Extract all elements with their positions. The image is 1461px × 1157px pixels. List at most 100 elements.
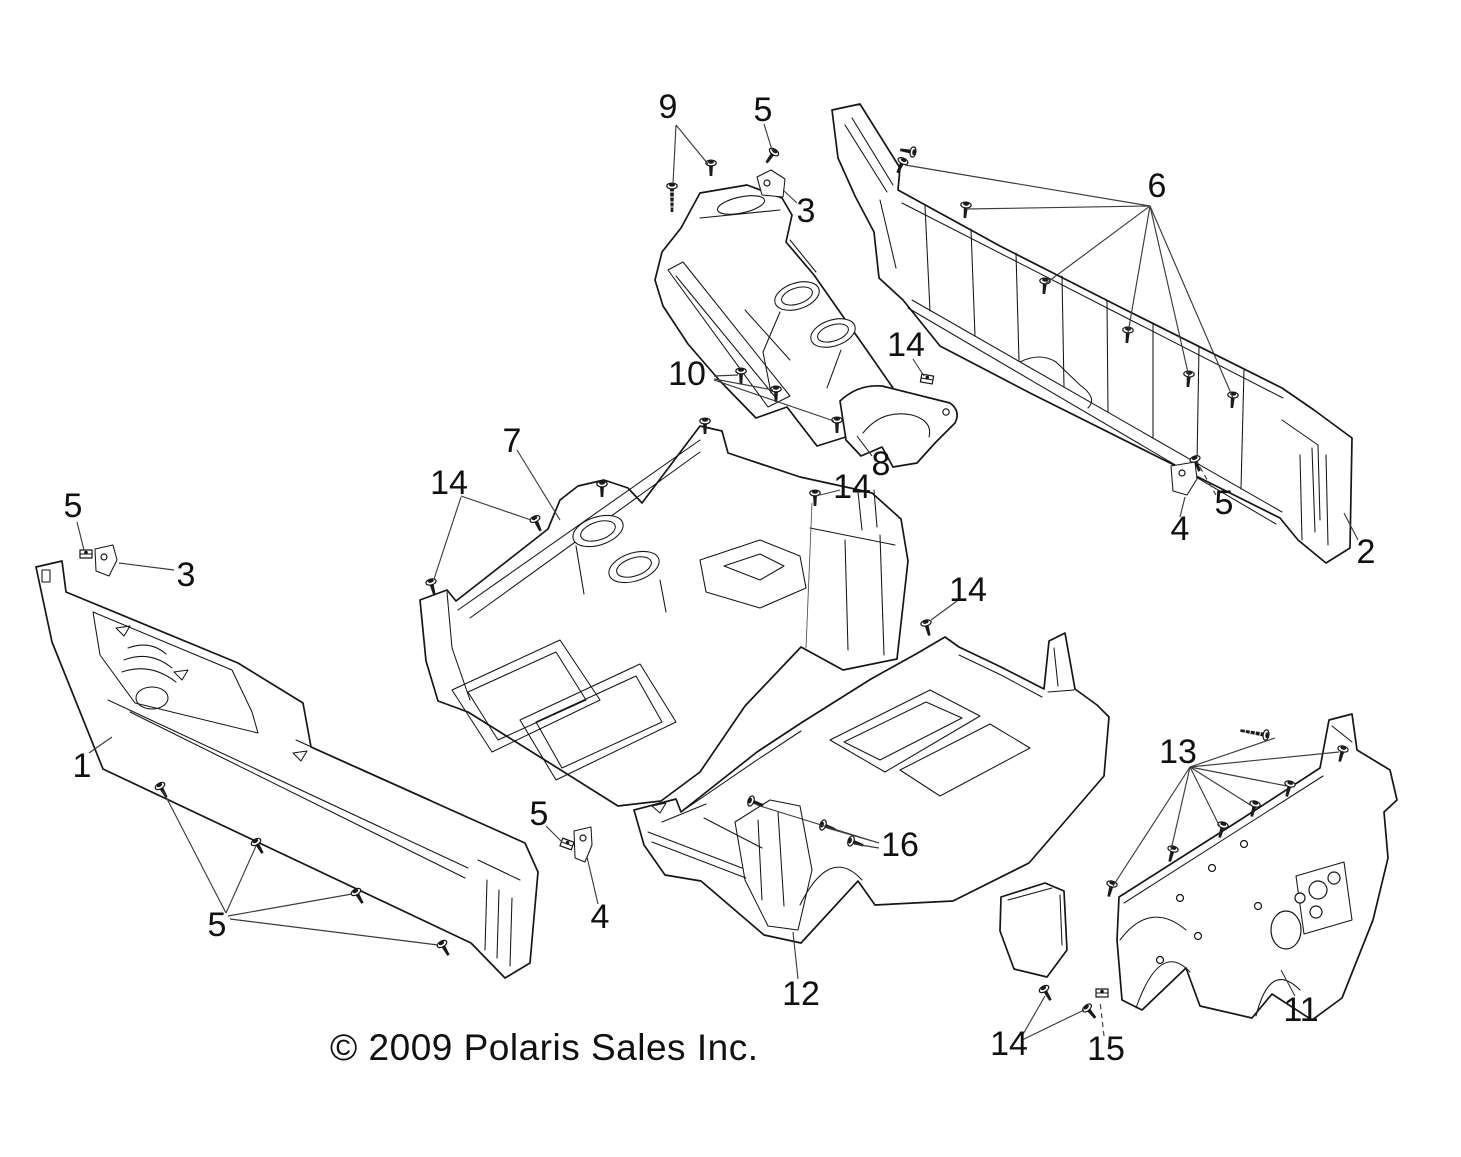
leader-line-8 [856, 435, 873, 457]
callout-label-7: 7 [503, 422, 522, 460]
screw-icon [765, 147, 780, 164]
leader-line-9 [672, 124, 677, 185]
bracket-4-right [1170, 461, 1198, 496]
leader-line-6 [1127, 205, 1151, 334]
leader-line-13 [1189, 737, 1276, 768]
callout-label-14: 14 [990, 1025, 1028, 1063]
callout-label-3: 3 [797, 192, 816, 230]
leader-line-5 [1196, 461, 1217, 496]
leader-line-2 [1343, 512, 1359, 541]
screw-icon [1189, 455, 1201, 472]
callout-label-13: 13 [1159, 733, 1197, 771]
part-left-rocker-panel [35, 560, 539, 979]
callout-label-4: 4 [591, 898, 610, 936]
leader-line-13 [1170, 766, 1191, 851]
leader-line-11 [1280, 969, 1296, 997]
screw-icon [1284, 780, 1296, 797]
screw-icon [747, 795, 764, 807]
leader-line-5 [545, 825, 562, 842]
leader-line-4 [1179, 496, 1186, 518]
leader-line-14 [930, 600, 958, 621]
leader-line-7 [516, 449, 561, 521]
callout-label-5: 5 [208, 906, 227, 944]
callout-label-8: 8 [872, 445, 891, 483]
leader-line-13 [1189, 766, 1221, 828]
bracket-3-upper [756, 169, 786, 198]
leader-line-13 [1189, 766, 1253, 807]
callout-label-14: 14 [949, 571, 987, 609]
leader-line-5 [225, 845, 257, 914]
copyright-text: © 2009 Polaris Sales Inc. [330, 1027, 758, 1068]
leader-line-14 [433, 496, 462, 580]
leader-line-10 [713, 379, 835, 422]
part-center-console [654, 184, 894, 447]
leader-line-10 [713, 378, 774, 391]
leader-line-15 [1099, 1000, 1105, 1037]
leader-line-6 [1044, 205, 1151, 285]
callout-label-6: 6 [1148, 167, 1167, 205]
screw-icon [735, 367, 747, 384]
callout-label-2: 2 [1357, 533, 1376, 571]
screw-icon [1337, 745, 1349, 762]
leader-line-16 [853, 843, 880, 849]
leader-line-5 [162, 790, 227, 914]
leader-line-13 [1189, 751, 1340, 768]
screw-axis-line [805, 502, 813, 649]
callout-label-3: 3 [177, 556, 196, 594]
screw-icon [960, 201, 972, 219]
leader-line-6 [1149, 205, 1190, 378]
leader-line-16 [826, 827, 880, 844]
screw-icon [920, 619, 932, 636]
callout-label-5: 5 [64, 487, 83, 525]
leader-line-14 [912, 358, 925, 377]
callout-label-5: 5 [754, 91, 773, 129]
leader-line-5 [227, 893, 353, 917]
screw-icon [896, 156, 909, 174]
bolt-icon [1240, 729, 1270, 741]
screw-icon [596, 480, 608, 497]
callout-label-16: 16 [881, 826, 919, 864]
callout-label-9: 9 [659, 88, 678, 126]
callout-label-14: 14 [430, 464, 468, 502]
screw-icon [705, 159, 717, 176]
leader-line-6 [965, 205, 1151, 210]
screw-icon [831, 416, 843, 433]
leader-line-9 [675, 124, 709, 165]
screw-icon [809, 489, 821, 506]
callout-label-5: 5 [1215, 484, 1234, 522]
callout-label-10: 10 [668, 355, 706, 393]
callout-label-12: 12 [782, 975, 820, 1013]
callout-label-14: 14 [887, 326, 925, 364]
screw-icon [770, 385, 782, 402]
callout-label-1: 1 [73, 747, 92, 785]
leader-line-12 [792, 931, 799, 980]
clip-icon [79, 549, 93, 559]
part-rear-floor-pan [633, 632, 1110, 944]
callout-label-14: 14 [833, 468, 871, 506]
clip-icon [1095, 988, 1109, 998]
screw-icon [250, 837, 264, 854]
bracket-4-center [573, 826, 593, 863]
leader-line-3 [118, 562, 175, 571]
part-front-floor-pan [419, 425, 909, 807]
callout-label-5: 5 [530, 795, 549, 833]
callout-label-4: 4 [1171, 510, 1190, 548]
clip-icon [559, 837, 575, 851]
leader-line-5 [763, 123, 773, 151]
part-rear-closeoff-panel [999, 713, 1398, 1021]
bolt-icon [666, 182, 678, 212]
screw-icon [436, 939, 450, 956]
screw-icon [699, 417, 711, 434]
bracket-3-left [94, 544, 118, 577]
leader-line-1 [88, 736, 113, 754]
callout-label-11: 11 [1283, 991, 1318, 1029]
leader-line-6 [1149, 205, 1234, 399]
leader-line-14 [819, 489, 841, 496]
screw-icon [425, 578, 437, 595]
screw-icon [899, 146, 917, 158]
screw-icon [1249, 800, 1261, 817]
part-console-support [839, 384, 958, 468]
leader-line-13 [1112, 766, 1191, 887]
